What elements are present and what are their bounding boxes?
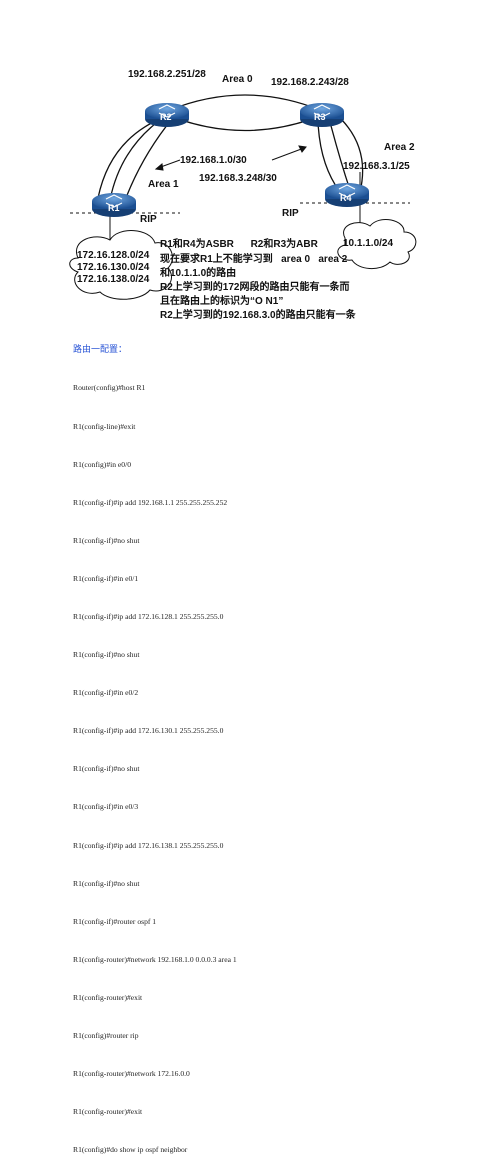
link-r3-r4-c [341,119,364,193]
label-ip-r2: 192.168.2.251/28 [128,69,206,80]
arrow-head [154,163,164,171]
router-arrows-icon [338,184,356,198]
router-r4: R4 [325,183,369,207]
label-ip-r4: 192.168.3.1/25 [343,161,410,172]
router-arrows-icon [105,194,123,208]
config-line: R1(config-if)#in e0/1 [73,573,139,583]
config-line: R1(config-if)#ip add 172.16.128.1 255.25… [73,611,224,621]
label-area0: Area 0 [222,74,253,85]
label-ip-r3: 192.168.2.243/28 [271,77,349,88]
requirements-notes: R1和R4为ASBR R2和R3为ABR 现在要求R1上不能学习到 area 0… [159,237,357,321]
link-r1-r2-a [109,119,161,201]
config-line: R1(config-if)#no shut [73,878,140,888]
cloud-shape [69,230,173,300]
router-arrows-icon [158,104,176,118]
router-arrows-icon [313,104,331,118]
config-listing: Router(config)#host R1 R1(config-line)#e… [73,357,237,1170]
note-line-4: R2上学习到的172网段的路由只能有一条而 [160,280,349,293]
cloud-left-net-3: 172.16.138.0/24 [77,274,150,285]
link-r2-r3-top [169,94,321,111]
config-line: R1(config)#router rip [73,1031,139,1040]
page: R2 R3 R1 R4 172.16.128.0/24 172.16.130.0… [69,69,417,1154]
config-line: R1(config-if)#no shut [73,764,140,774]
label-area1: Area 1 [148,179,179,190]
cloud-left-net-1: 172.16.128.0/24 [77,250,150,261]
router-r3: R3 [300,103,344,127]
router-r1: R1 [92,193,136,217]
config-line: R1(config-if)#no shut [73,535,140,545]
pointer-arrows [154,145,361,186]
note-line-5: 且在路由上的标识为“O N1” [160,294,283,307]
config-title: 路由一配置： [73,345,128,355]
cloud-shape [337,218,417,269]
label-rip-right: RIP [282,208,299,219]
config-line: R1(config-router)#exit [73,1107,143,1117]
config-line: R1(config)#do show ip ospf neighbor [73,1145,188,1155]
label-ip-r1-r2: 192.168.1.0/30 [180,155,247,166]
cloud-right-net: 10.1.1.0/24 [343,238,393,249]
cloud-right: 10.1.1.0/24 [337,218,417,269]
router-label-r3: R3 [314,112,326,122]
cloud-left: 172.16.128.0/24 172.16.130.0/24 172.16.1… [69,230,173,300]
config-line: R1(config-if)#in e0/2 [73,688,139,698]
config-line: R1(config-if)#no shut [73,650,140,660]
network-diagram: R2 R3 R1 R4 172.16.128.0/24 172.16.130.0… [69,69,417,321]
link-r3-r4-a [317,121,341,193]
label-ip-r3-r4: 192.168.3.248/30 [199,173,277,184]
config-line: R1(config-if)#in e0/3 [73,802,139,812]
note-line-6: R2上学习到的192.168.3.0的路由只能有一条 [160,308,357,321]
arrow-ip-r3-r4 [271,147,305,161]
link-r2-r3-bottom [169,115,321,132]
config-line: Router(config)#host R1 [73,383,146,393]
config-line: R1(config-if)#router ospf 1 [73,916,157,926]
config-line: R1(config)#in e0/0 [73,459,131,469]
arrow-head [298,145,307,153]
link-r1-r2-c [123,123,169,204]
note-line-1: R1和R4为ASBR R2和R3为ABR [160,237,319,250]
note-line-3: 和10.1.1.0的路由 [159,266,236,279]
config-line: R1(config-line)#exit [73,421,136,431]
config-line: R1(config-router)#exit [73,992,143,1002]
label-area2: Area 2 [384,142,415,153]
cloud-left-net-2: 172.16.130.0/24 [77,262,150,273]
config-line: R1(config-if)#ip add 192.168.1.1 255.255… [73,497,228,507]
note-line-2: 现在要求R1上不能学习到 area 0 area 2 [160,252,348,265]
config-line: R1(config-if)#ip add 172.16.130.1 255.25… [73,726,224,736]
config-line: R1(config-if)#ip add 172.16.138.1 255.25… [73,840,224,850]
router-label-r4: R4 [340,193,352,203]
router-r2: R2 [145,103,189,127]
router-label-r1: R1 [108,203,120,213]
config-line: R1(config-router)#network 172.16.0.0 [73,1069,190,1079]
router-label-r2: R2 [160,112,172,122]
config-line: R1(config-router)#network 192.168.1.0 0.… [73,954,237,964]
label-rip-left: RIP [140,214,157,225]
